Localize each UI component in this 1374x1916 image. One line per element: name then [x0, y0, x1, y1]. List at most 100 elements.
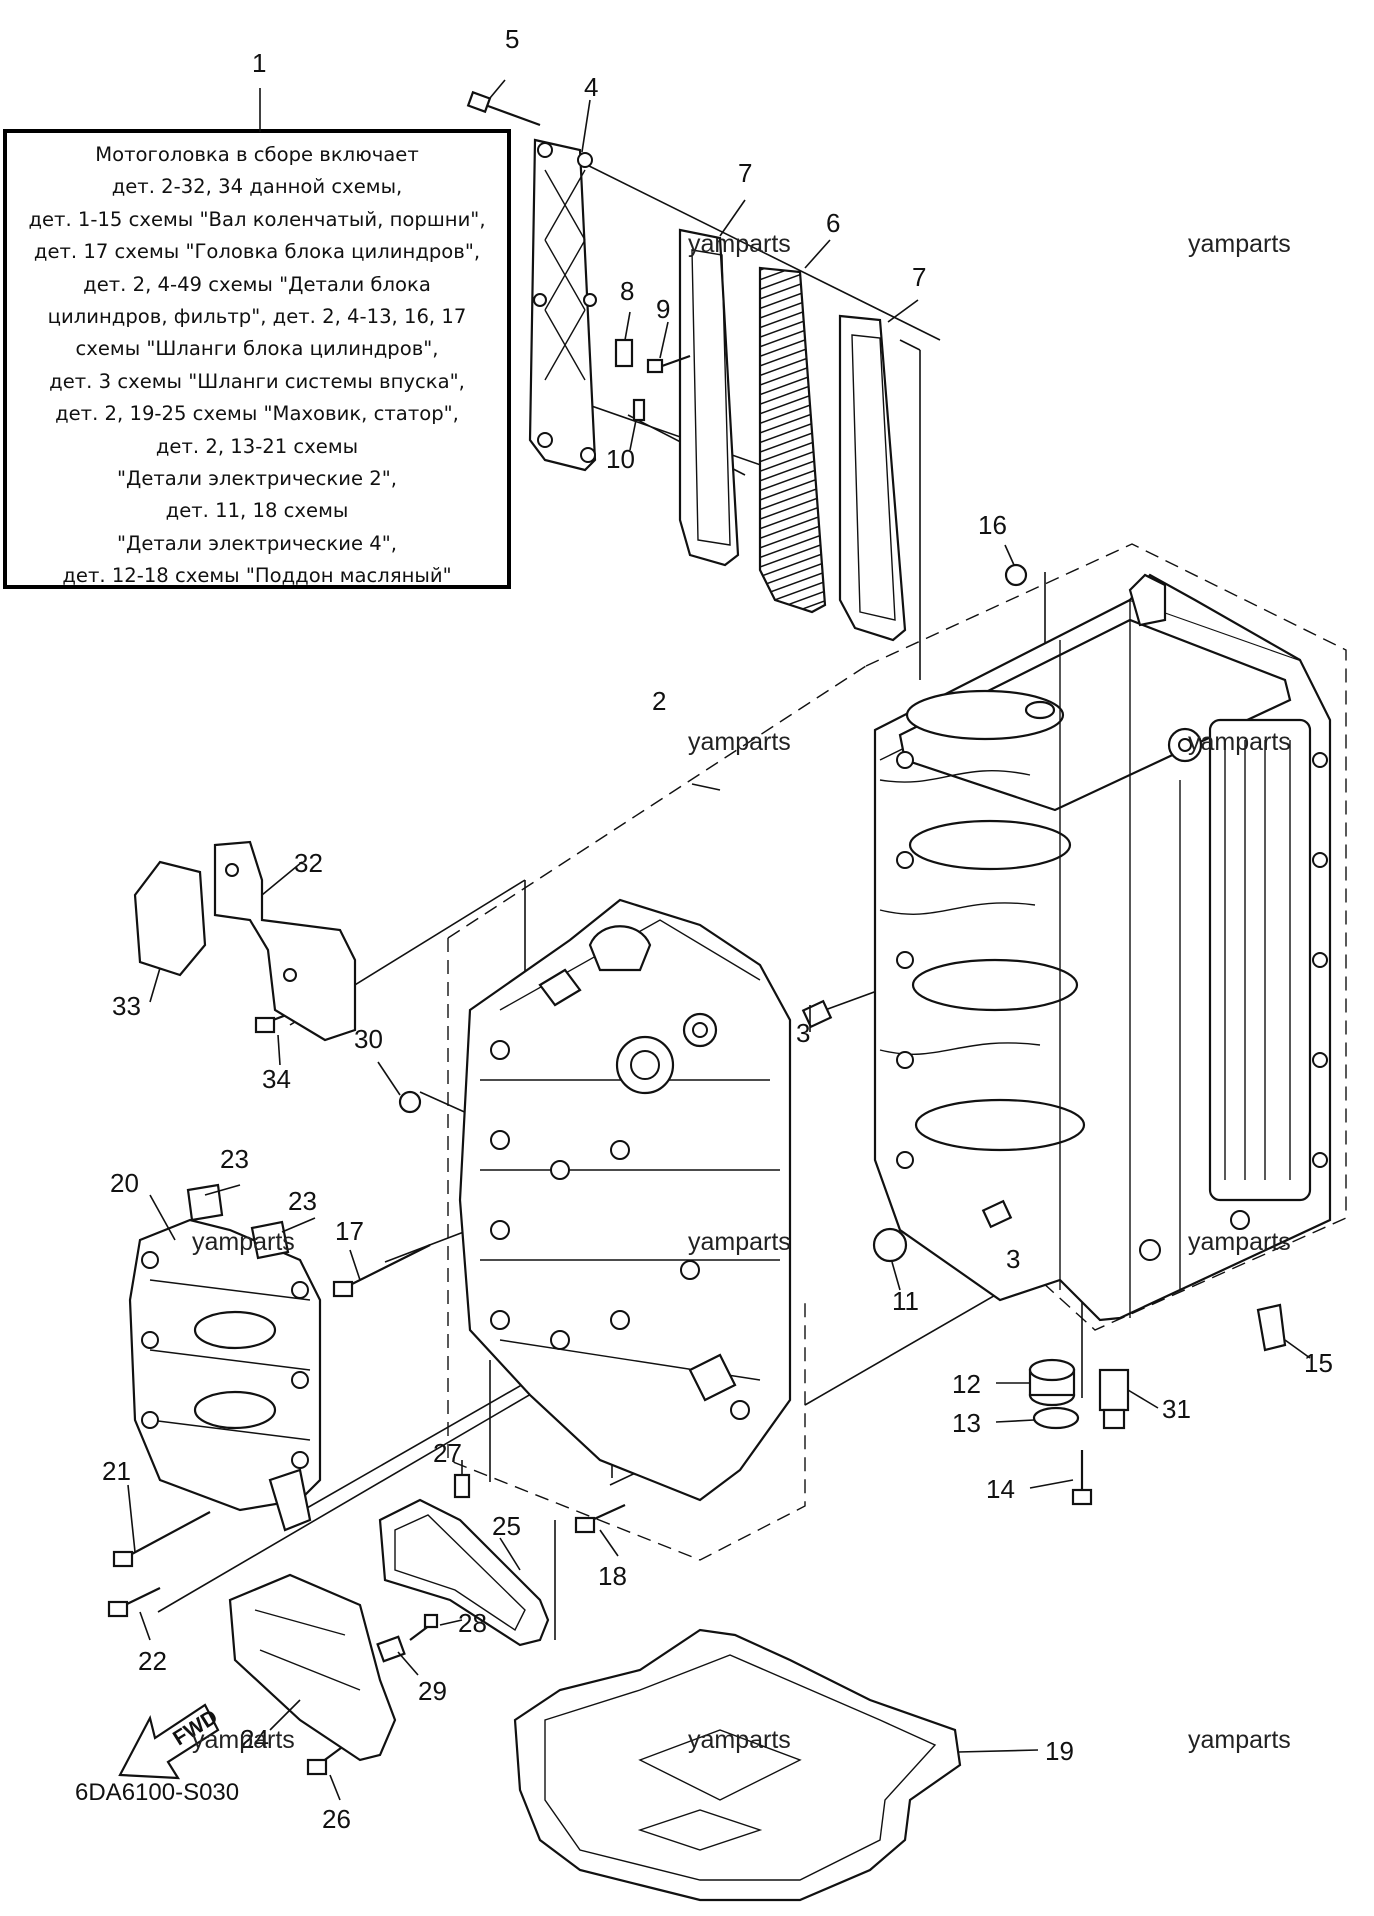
watermark: yamparts: [688, 1228, 791, 1256]
callout-9: 9: [656, 294, 670, 324]
note-line: дет. 2, 19-25 схемы "Маховик, статор",: [55, 402, 459, 426]
watermark: yamparts: [688, 1726, 791, 1754]
callout-27: 27: [433, 1438, 462, 1468]
cover-24: [228, 1573, 397, 1762]
cover-gasket-25: [378, 1498, 550, 1647]
clip-29: [376, 1635, 406, 1663]
callout-1: 1: [252, 48, 266, 78]
cylinder-block: [873, 573, 1332, 1322]
callout-30: 30: [354, 1024, 383, 1054]
note-line: "Детали электрические 2",: [117, 467, 397, 491]
callout-leaders: [127, 79, 1311, 1801]
note-line: дет. 12-18 схемы "Поддон масляный": [62, 564, 452, 588]
bolt-26: [306, 1744, 346, 1776]
watermark: yamparts: [192, 1228, 295, 1256]
watermark: yamparts: [1188, 230, 1291, 258]
callout-19: 19: [1045, 1736, 1074, 1766]
clip-8: [614, 338, 634, 368]
callout-21: 21: [102, 1456, 131, 1486]
callout-5: 5: [505, 24, 519, 54]
callout-26: 26: [322, 1804, 351, 1834]
note-line: цилиндров, фильтр", дет. 2, 4-13, 16, 17: [47, 305, 467, 329]
watermark: yamparts: [688, 230, 791, 258]
o-ring-30: [398, 1090, 422, 1114]
dashed-outline-link: [447, 665, 867, 939]
base-gasket-19: [513, 1628, 962, 1902]
callout-11: 11: [892, 1286, 919, 1316]
callout-3a: 3: [796, 1018, 810, 1048]
callout-29: 29: [418, 1676, 447, 1706]
callout-labels: 1 2 3 3 4 5 6 7 7 8 9 10 11 12 13 14 15 …: [102, 24, 1333, 1834]
bolt-9: [646, 354, 691, 374]
o-ring-11: [872, 1227, 908, 1263]
bolt-28: [409, 1613, 439, 1641]
sensor-31: [1098, 1368, 1130, 1430]
note-line: дет. 17 схемы "Головка блока цилиндров",: [33, 240, 481, 264]
callout-18: 18: [598, 1561, 627, 1591]
callout-3b: 3: [1006, 1244, 1020, 1274]
note-line: "Детали электрические 4",: [117, 531, 397, 555]
o-ring-13: [1032, 1406, 1080, 1430]
crankcase: [458, 898, 792, 1502]
exhaust-cover: [528, 138, 597, 472]
bolt-17: [332, 1244, 431, 1298]
note-line: дет. 11, 18 схемы: [165, 499, 349, 523]
cap-23a: [186, 1183, 224, 1222]
o-ring-16: [1004, 563, 1028, 587]
clip-15: [1256, 1303, 1287, 1352]
callout-32: 32: [294, 848, 323, 878]
bracket-32: [213, 840, 357, 1042]
callout-6: 6: [826, 208, 840, 238]
assembly-note-box: Мотоголовка в сборе включает дет. 2-32, …: [3, 129, 511, 589]
callout-2: 2: [652, 686, 666, 716]
dashed-assembly-outline-crankcase: [447, 938, 806, 1561]
watermark: yamparts: [688, 728, 791, 756]
note-line: дет. 1-15 схемы "Вал коленчатый, поршни"…: [28, 207, 486, 231]
diagram-code: 6DA6100-S030: [75, 1779, 239, 1806]
callout-16: 16: [978, 510, 1007, 540]
cap-23b: [250, 1220, 290, 1260]
callout-14: 14: [986, 1474, 1015, 1504]
bolt-21: [112, 1511, 211, 1568]
callout-24: 24: [240, 1724, 269, 1754]
callout-28: 28: [458, 1608, 487, 1638]
note-line: Мотоголовка в сборе включает: [95, 143, 419, 166]
callout-34: 34: [262, 1064, 291, 1094]
bolt-18: [574, 1503, 626, 1534]
callout-8: 8: [620, 276, 634, 306]
watermarks: yamparts yamparts yamparts yamparts yamp…: [192, 230, 1291, 1754]
pin-27: [453, 1473, 471, 1499]
note-line: дет. 2-32, 34 данной схемы,: [111, 175, 403, 199]
dowel-3b: [981, 1199, 1013, 1229]
watermark: yamparts: [192, 1726, 295, 1754]
callout-12: 12: [952, 1369, 981, 1399]
bolt-22: [107, 1587, 161, 1618]
bolt-14: [1071, 1450, 1093, 1506]
watermark: yamparts: [1188, 1726, 1291, 1754]
callout-7b: 7: [912, 262, 926, 292]
callout-13: 13: [952, 1408, 981, 1438]
cylinder-head: [128, 1218, 322, 1532]
exhaust-gasket-7b: [838, 314, 907, 642]
callout-20: 20: [110, 1168, 139, 1198]
note-line: схемы "Шланги блока цилиндров",: [75, 337, 439, 361]
note-line: дет. 3 схемы "Шланги системы впуска",: [49, 369, 465, 393]
callout-23a: 23: [220, 1144, 249, 1174]
bolt-5: [466, 90, 541, 127]
callout-17: 17: [335, 1216, 364, 1246]
note-line: дет. 2, 4-49 схемы "Детали блока: [83, 272, 431, 296]
callout-31: 31: [1162, 1394, 1191, 1424]
callout-4: 4: [584, 72, 598, 102]
watermark: yamparts: [1188, 728, 1291, 756]
callout-33: 33: [112, 991, 141, 1021]
block-side-cover: [1208, 718, 1312, 1202]
cap-33: [133, 860, 207, 977]
plug-12: [1028, 1358, 1076, 1407]
callout-22: 22: [138, 1646, 167, 1676]
callout-15: 15: [1304, 1348, 1333, 1378]
callout-10: 10: [606, 444, 635, 474]
callout-25: 25: [492, 1511, 521, 1541]
pin-10: [632, 398, 646, 422]
exhaust-plate-6: [758, 266, 827, 614]
